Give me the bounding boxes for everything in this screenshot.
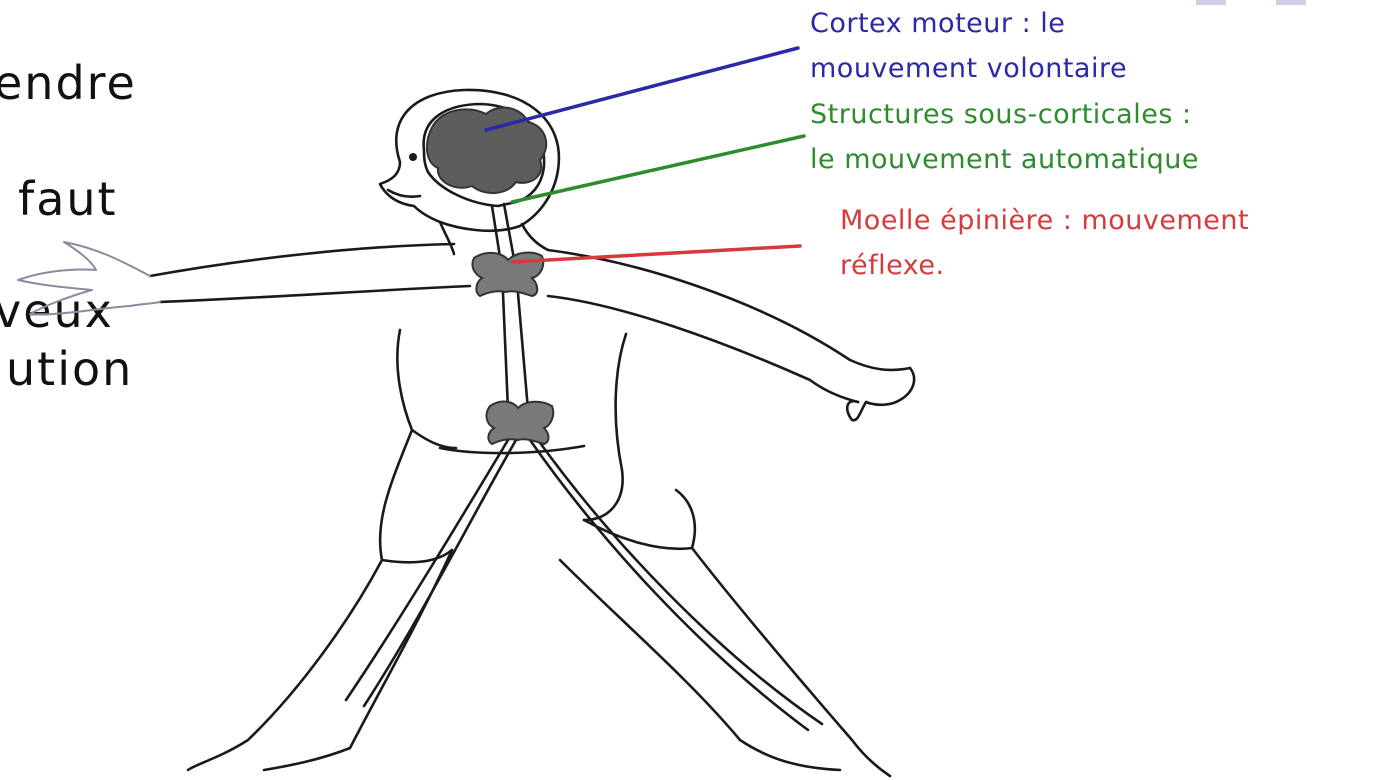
pointer-moelle [512, 246, 800, 262]
label-cortex-line2: mouvement volontaire [810, 46, 1127, 91]
arm-left-upper [150, 244, 454, 276]
label-sub-line2: le mouvement automatique [810, 137, 1199, 182]
torso-right [584, 334, 626, 520]
label-moelle-line1: Moelle épinière : mouvement [840, 198, 1249, 243]
leg-right-back [692, 548, 890, 776]
hand-right [847, 368, 914, 420]
label-structures-sous-corticales: Structures sous-corticales : le mouvemen… [810, 92, 1199, 182]
leg-left-back [264, 550, 452, 770]
neck-right [522, 224, 548, 250]
spinal-enlargement-cervical [472, 253, 543, 296]
leg-left-front [188, 560, 382, 770]
leg-right-front [560, 560, 840, 770]
label-moelle-line2: réflexe. [840, 243, 1249, 288]
label-cortex-line1: Cortex moteur : le [810, 1, 1127, 46]
pointer-sous-cortical [512, 136, 804, 202]
eye [409, 153, 417, 161]
label-cortex-moteur: Cortex moteur : le mouvement volontaire [810, 1, 1127, 91]
spinal-enlargement-lumbar [487, 402, 554, 444]
spinal-cord-left [492, 206, 508, 410]
pointer-cortex [486, 48, 798, 130]
label-moelle-epiniere: Moelle épinière : mouvement réflexe. [840, 198, 1249, 288]
arm-left-lower [160, 286, 470, 302]
arm-right-lower [548, 296, 858, 402]
torso-left [397, 330, 456, 448]
nerve-left-leg [346, 440, 508, 700]
hand-left [18, 242, 160, 314]
mouth-line [388, 190, 420, 197]
label-sub-line1: Structures sous-corticales : [810, 92, 1199, 137]
shorts-left [380, 430, 452, 562]
